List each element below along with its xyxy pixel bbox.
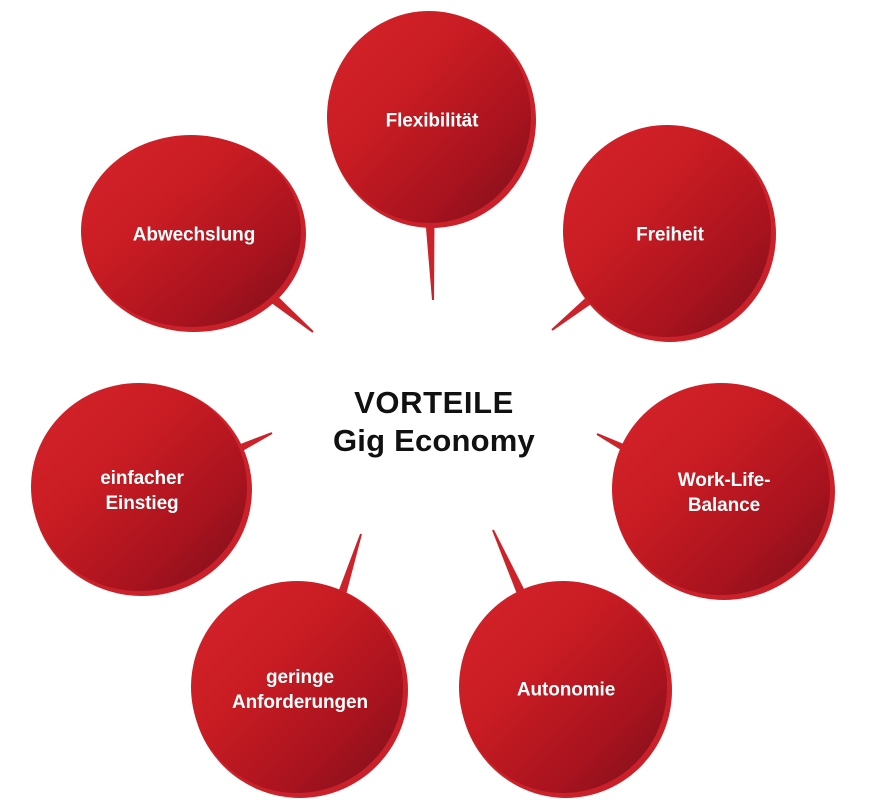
tail-connector-autonomie <box>492 529 528 599</box>
tail-connector-freiheit <box>551 294 595 331</box>
bubbles-group <box>31 11 835 798</box>
tail-connector-abwechslung <box>272 296 314 333</box>
center-title-line-2: Gig Economy <box>332 423 536 458</box>
center-title: VORTEILE Gig Economy <box>333 384 535 460</box>
tail-connector-geringe-anforderungen <box>335 533 362 602</box>
bubble-autonomie[interactable] <box>459 581 667 793</box>
bubble-einfacher-einstieg[interactable] <box>31 383 247 591</box>
bubble-geringe-anforderungen[interactable] <box>191 581 403 793</box>
bubble-work-life-balance[interactable] <box>612 383 830 595</box>
center-title-line-1: VORTEILE <box>354 385 514 421</box>
bubble-abwechslung[interactable] <box>81 135 301 327</box>
tail-connector-flexibilitaet <box>425 221 435 301</box>
bubble-flexibilitaet[interactable] <box>327 11 531 223</box>
bubble-freiheit[interactable] <box>563 125 771 337</box>
